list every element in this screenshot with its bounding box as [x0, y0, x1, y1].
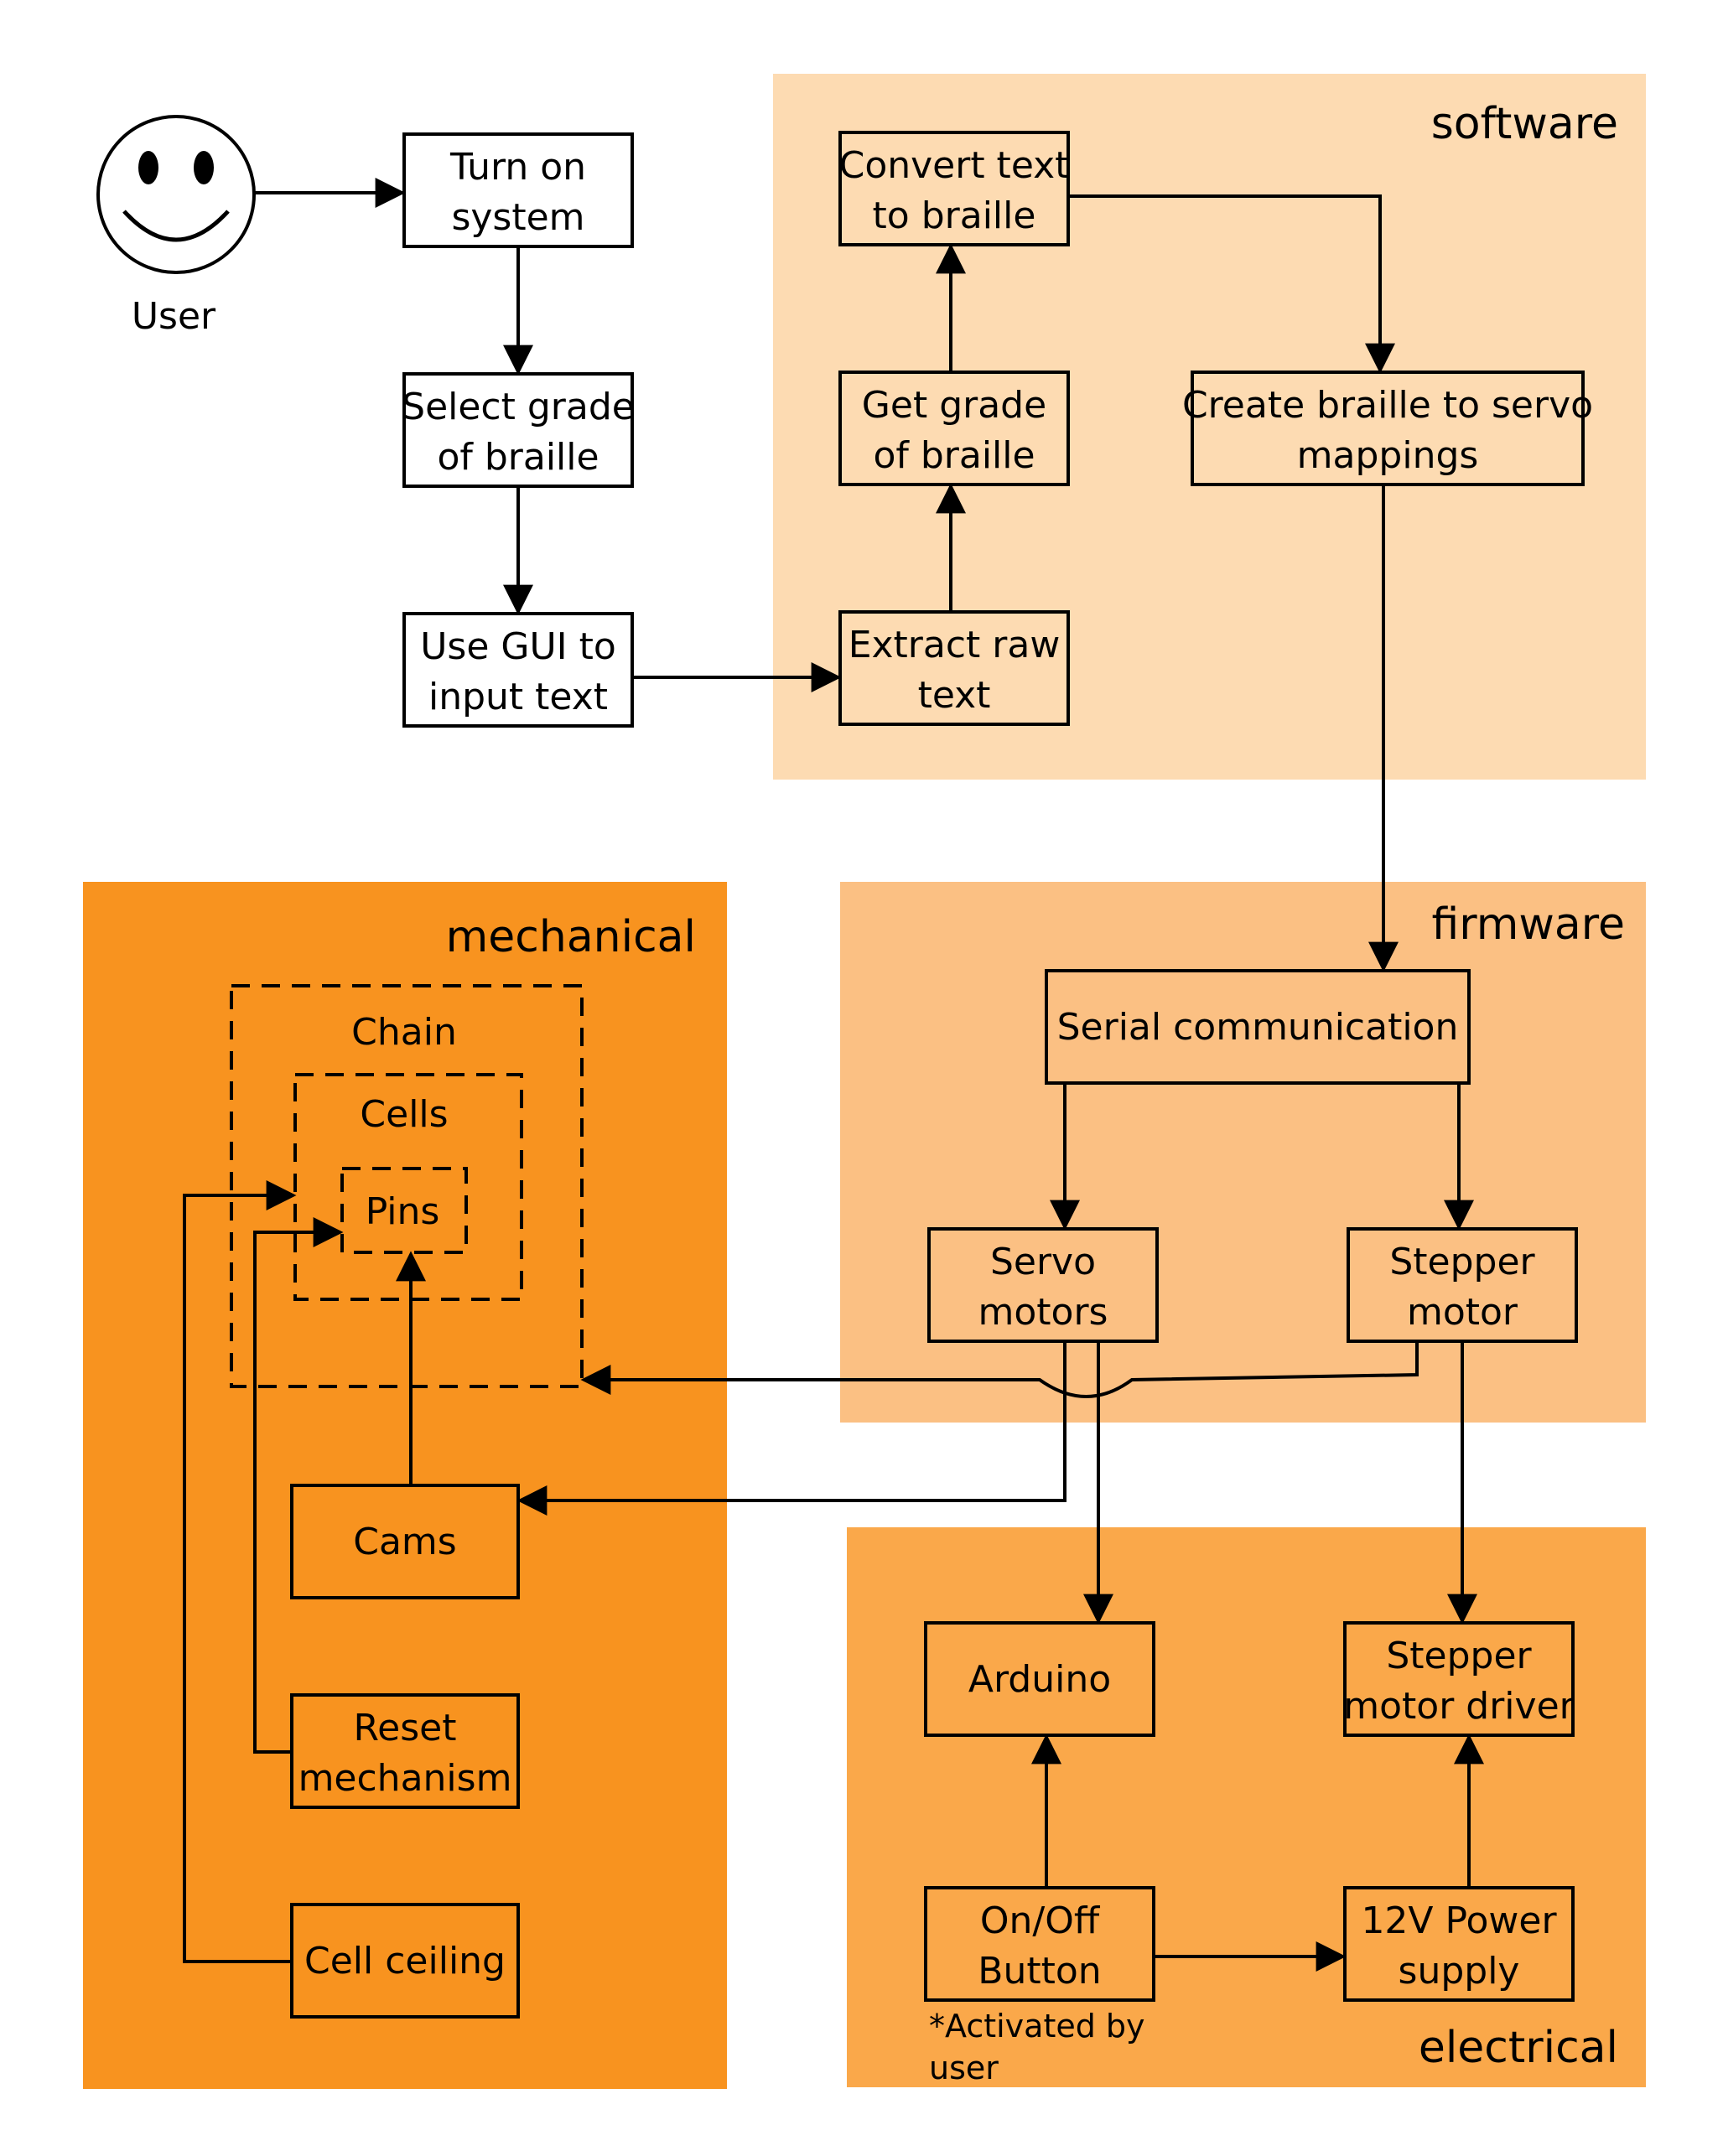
activated-note-line2: user: [929, 2050, 999, 2086]
svg-text:Cell ceiling: Cell ceiling: [304, 1940, 506, 1982]
arrow-reset-to-pins: [253, 1217, 344, 1754]
create-mappings-node: Create braille to servo mappings: [1182, 371, 1593, 486]
arrow-stepper-to-chain: [580, 1341, 1419, 1398]
svg-text:Extract raw: Extract raw: [849, 624, 1061, 666]
svg-text:Pins: Pins: [366, 1190, 440, 1233]
svg-text:Create braille to servo: Create braille to servo: [1182, 384, 1593, 427]
arrow-convert-to-mappings: [1068, 194, 1395, 374]
svg-text:input text: input text: [428, 676, 608, 718]
arrow-servo-to-cams: [516, 1341, 1066, 1516]
svg-text:Turn on: Turn on: [449, 146, 586, 189]
get-grade-node: Get grade of braille: [838, 371, 1070, 486]
user-label: User: [132, 295, 216, 338]
svg-text:Select grade: Select grade: [402, 386, 635, 428]
turn-on-system-node: Turn on system: [402, 132, 634, 248]
reset-mechanism-node: Reset mechanism: [290, 1693, 520, 1809]
svg-text:On/Off: On/Off: [980, 1899, 1101, 1942]
svg-text:Stepper: Stepper: [1389, 1241, 1535, 1283]
electrical-title: electrical: [1419, 2023, 1618, 2073]
svg-text:Cells: Cells: [360, 1093, 448, 1136]
svg-text:Reset: Reset: [354, 1707, 457, 1749]
smiley-face-icon: [96, 115, 256, 274]
stepper-motor-driver-node: Stepper motor driver: [1343, 1621, 1575, 1737]
svg-text:mechanism: mechanism: [298, 1757, 512, 1800]
svg-text:Servo: Servo: [990, 1241, 1096, 1283]
arrow-ceiling-to-cells: [183, 1180, 297, 1963]
svg-text:12V Power: 12V Power: [1361, 1899, 1557, 1942]
svg-text:motor driver: motor driver: [1343, 1685, 1575, 1728]
cell-ceiling-node: Cell ceiling: [290, 1903, 520, 2019]
firmware-title: firmware: [1432, 899, 1626, 950]
svg-text:mappings: mappings: [1297, 434, 1479, 477]
svg-text:text: text: [918, 674, 991, 717]
electrical-region: [847, 1527, 1646, 2087]
svg-text:Chain: Chain: [351, 1011, 457, 1054]
connectors: [183, 178, 1484, 1972]
svg-text:of braille: of braille: [437, 436, 599, 479]
pins-group: Pins: [340, 1167, 468, 1254]
serial-communication-node: Serial communication: [1045, 969, 1471, 1085]
svg-text:motor: motor: [1407, 1291, 1518, 1334]
software-title: software: [1431, 99, 1618, 149]
on-off-button-node: On/Off Button: [924, 1886, 1155, 2002]
power-supply-node: 12V Power supply: [1343, 1886, 1575, 2002]
activated-note-line1: *Activated by: [929, 2008, 1145, 2045]
stepper-motor-node: Stepper motor: [1347, 1227, 1578, 1343]
svg-text:to braille: to braille: [873, 194, 1036, 237]
servo-motors-node: Servo motors: [927, 1227, 1159, 1343]
svg-text:Button: Button: [978, 1950, 1101, 1993]
svg-text:of braille: of braille: [873, 434, 1035, 477]
svg-text:Stepper: Stepper: [1386, 1635, 1532, 1677]
use-gui-node: Use GUI to input text: [402, 612, 634, 728]
svg-text:Cams: Cams: [353, 1521, 456, 1563]
svg-text:Serial communication: Serial communication: [1057, 1006, 1459, 1049]
svg-text:system: system: [451, 196, 584, 239]
svg-text:Use GUI to: Use GUI to: [420, 625, 616, 668]
extract-raw-text-node: Extract raw text: [838, 610, 1070, 726]
svg-text:motors: motors: [978, 1291, 1108, 1334]
chain-group: Chain: [230, 984, 584, 1388]
svg-text:Arduino: Arduino: [968, 1658, 1111, 1701]
svg-text:Get grade: Get grade: [862, 384, 1046, 427]
mechanical-title: mechanical: [446, 912, 696, 962]
select-grade-node: Select grade of braille: [402, 372, 635, 488]
cams-node: Cams: [290, 1484, 520, 1599]
software-region: [773, 74, 1646, 780]
svg-text:supply: supply: [1399, 1950, 1520, 1993]
svg-text:Convert text: Convert text: [839, 144, 1070, 187]
